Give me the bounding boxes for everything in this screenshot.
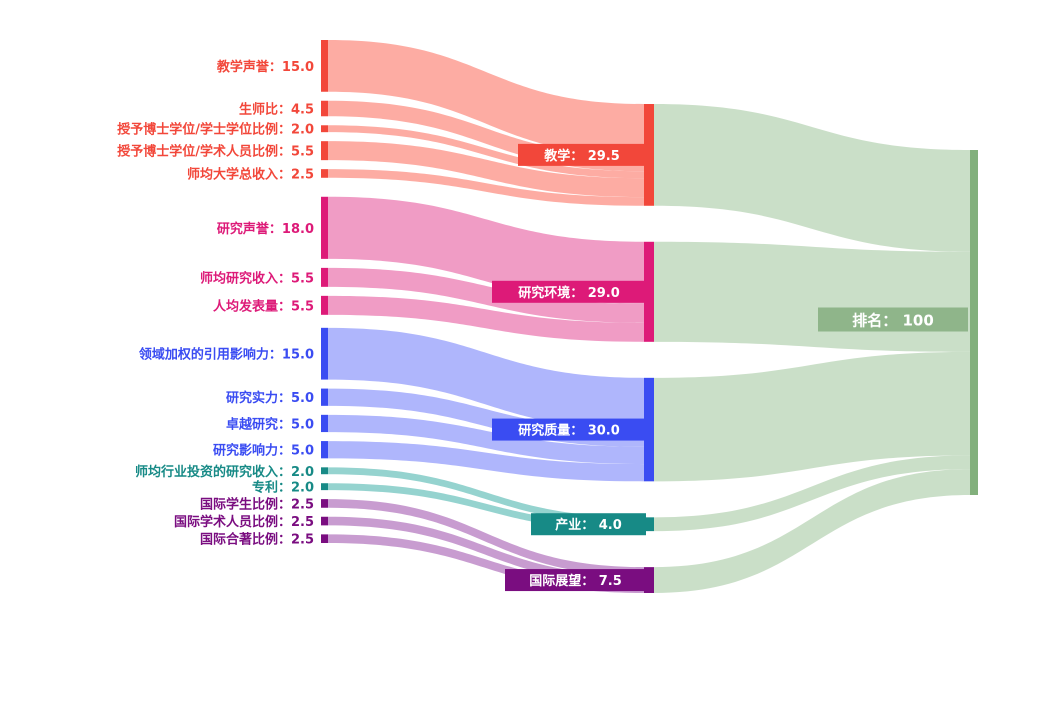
label-s3: 授予博士学位/学士学位比例：2.0 bbox=[117, 122, 314, 138]
link-quality-total bbox=[654, 351, 970, 482]
node-s15 bbox=[321, 499, 328, 508]
label-industry: 产业： 4.0 bbox=[555, 517, 622, 533]
label-s9: 领域加权的引用影响力：15.0 bbox=[139, 347, 314, 363]
label-s7: 师均研究收入：5.5 bbox=[200, 270, 314, 286]
node-s17 bbox=[321, 534, 328, 543]
label-s1: 教学声誉：15.0 bbox=[216, 59, 314, 75]
node-s11 bbox=[321, 414, 328, 433]
label-international: 国际展望： 7.5 bbox=[529, 573, 622, 589]
link-s12 bbox=[328, 441, 644, 482]
label-s17: 国际合著比例：2.5 bbox=[200, 532, 314, 548]
node-s13 bbox=[321, 467, 328, 475]
node-s5 bbox=[321, 169, 328, 178]
node-teaching bbox=[644, 104, 654, 206]
label-teaching: 教学： 29.5 bbox=[543, 148, 620, 164]
link-s7 bbox=[328, 267, 644, 323]
indicator-links bbox=[328, 40, 644, 593]
node-quality bbox=[644, 377, 654, 482]
link-s14 bbox=[328, 483, 644, 532]
node-s14 bbox=[321, 483, 328, 491]
label-s5: 师均大学总收入：2.5 bbox=[187, 166, 314, 182]
label-s14: 专利：2.0 bbox=[252, 480, 314, 496]
link-industry-total bbox=[654, 455, 970, 532]
link-s15 bbox=[328, 499, 644, 576]
category-links bbox=[654, 104, 970, 593]
link-s1 bbox=[328, 40, 644, 156]
label-s4: 授予博士学位/学术人员比例：5.5 bbox=[117, 144, 314, 160]
link-s4 bbox=[328, 141, 644, 198]
link-environment-total bbox=[654, 241, 970, 352]
link-s9 bbox=[328, 327, 644, 430]
label-s15: 国际学生比例：2.5 bbox=[200, 496, 314, 512]
node-s2 bbox=[321, 100, 328, 117]
node-s7 bbox=[321, 267, 328, 287]
label-bg-industry bbox=[531, 513, 646, 536]
node-s9 bbox=[321, 327, 328, 380]
label-s13: 师均行业投资的研究收入：2.0 bbox=[135, 464, 314, 480]
label-s11: 卓越研究：5.0 bbox=[226, 416, 314, 432]
link-s11 bbox=[328, 414, 644, 465]
node-s3 bbox=[321, 125, 328, 133]
label-bg-total bbox=[818, 307, 968, 332]
node-industry bbox=[644, 517, 654, 532]
node-s1 bbox=[321, 40, 328, 92]
link-s6 bbox=[328, 196, 644, 304]
label-total: 排名： 100 bbox=[852, 312, 934, 330]
label-s12: 研究影响力：5.0 bbox=[213, 443, 314, 459]
node-s6 bbox=[321, 196, 328, 259]
label-environment: 研究环境： 29.0 bbox=[518, 285, 620, 301]
link-s17 bbox=[328, 534, 644, 593]
node-s4 bbox=[321, 141, 328, 161]
label-bg-international bbox=[505, 569, 646, 592]
node-s16 bbox=[321, 516, 328, 526]
link-international-total bbox=[654, 469, 970, 593]
label-bg-quality bbox=[492, 418, 646, 441]
labels: 教学声誉：15.0 生师比：4.5 授予博士学位/学士学位比例：2.0 授予博士学位/… bbox=[117, 59, 968, 592]
label-bg-teaching bbox=[518, 143, 646, 166]
label-s16: 国际学术人员比例：2.5 bbox=[174, 514, 314, 530]
link-s13 bbox=[328, 467, 644, 525]
node-total bbox=[970, 150, 978, 495]
label-s8: 人均发表量：5.5 bbox=[213, 298, 314, 314]
node-s12 bbox=[321, 441, 328, 459]
label-quality: 研究质量： 30.0 bbox=[518, 423, 620, 439]
link-teaching-total bbox=[654, 104, 970, 252]
label-s2: 生师比：4.5 bbox=[239, 102, 314, 118]
label-s6: 研究声誉：18.0 bbox=[217, 221, 314, 237]
label-s10: 研究实力：5.0 bbox=[226, 390, 314, 406]
link-s3 bbox=[328, 125, 644, 179]
nodes bbox=[321, 40, 978, 593]
link-s5 bbox=[328, 169, 644, 206]
label-bg-environment bbox=[492, 280, 646, 303]
node-international bbox=[644, 567, 654, 593]
node-s8 bbox=[321, 295, 328, 315]
node-s10 bbox=[321, 388, 328, 406]
link-s8 bbox=[328, 295, 644, 342]
node-environment bbox=[644, 241, 654, 342]
link-s16 bbox=[328, 516, 644, 585]
